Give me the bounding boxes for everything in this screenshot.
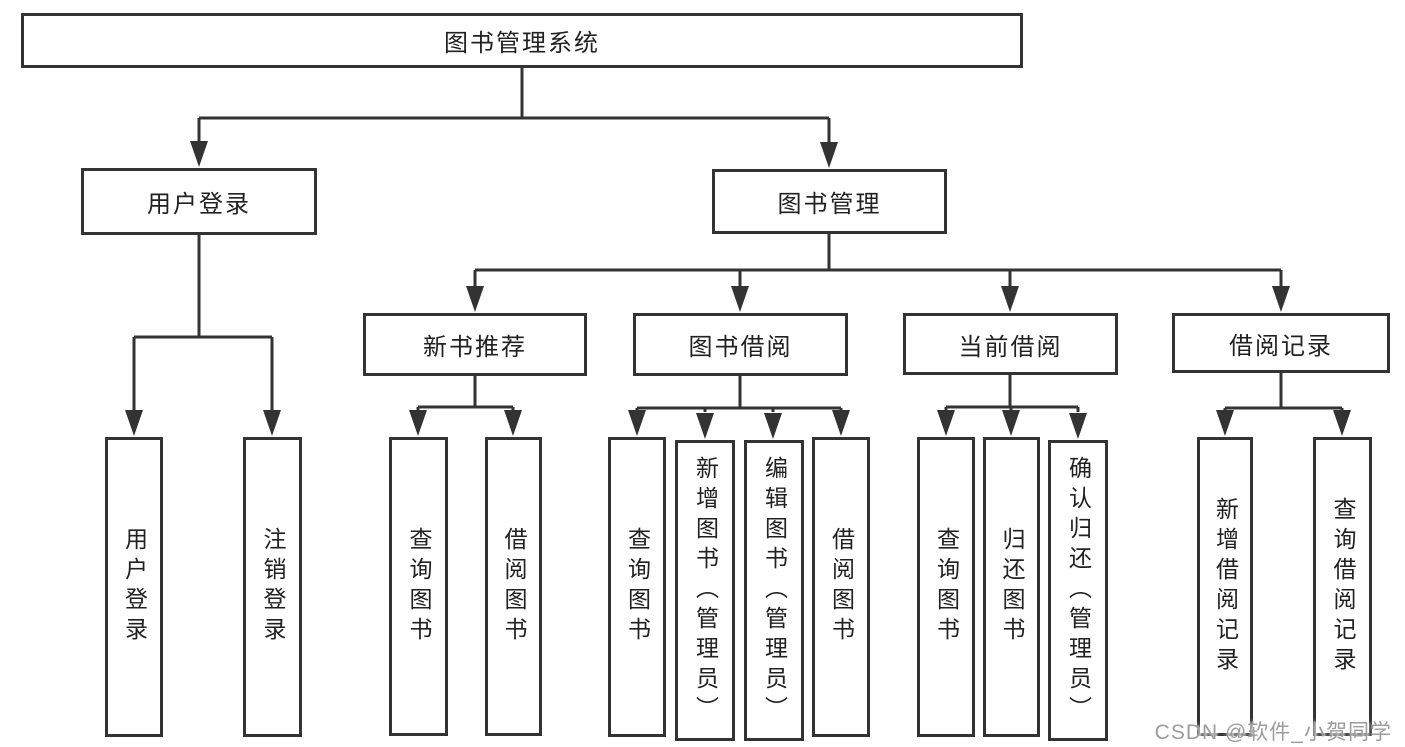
leaf-logout-login: 注销登录: [243, 437, 302, 737]
leaf-label: 注销登录: [260, 527, 286, 647]
node-user-login: 用户登录: [81, 168, 317, 235]
leaf-newrec-query-books: 查询图书: [389, 437, 448, 736]
leaf-current-return-books: 归还图书: [983, 437, 1040, 737]
csdn-watermark: CSDN @软件_小贺同学: [1154, 721, 1392, 744]
node-label: 用户登录: [147, 191, 251, 218]
leaf-borrowing-edit-books-admin: 编辑图书（管理员）: [744, 440, 804, 741]
arrowheads-level3: [466, 286, 1290, 312]
node-book-borrowing: 图书借阅: [633, 313, 848, 376]
arrowheads-current-borrow-children: [937, 410, 1087, 439]
leaf-label: 查询图书: [624, 527, 651, 647]
connector-records-children: [1223, 373, 1344, 411]
node-book-management: 图书管理: [712, 169, 947, 234]
leaf-label: 新增借阅记录: [1212, 496, 1239, 677]
leaf-label: 查询图书: [406, 526, 432, 647]
leaf-borrowing-borrow-books: 借阅图书: [812, 437, 870, 737]
connector-new-rec-children: [416, 376, 515, 411]
connector-user-login-children: [132, 235, 274, 410]
leaf-borrowing-query-books: 查询图书: [608, 437, 666, 737]
leaf-label: 查询借阅记录: [1330, 496, 1356, 677]
connector-book-mgmt-to-level3: [473, 234, 1283, 286]
leaf-label: 借阅图书: [501, 526, 527, 647]
leaf-label: 归还图书: [999, 527, 1025, 647]
leaf-records-query-record: 查询借阅记录: [1313, 437, 1372, 736]
node-label: 新书推荐: [423, 334, 527, 361]
arrowheads-book-borrow-children: [628, 410, 850, 439]
node-new-book-recommend: 新书推荐: [363, 313, 587, 376]
leaf-label: 借阅图书: [828, 527, 855, 647]
leaf-user-login: 用户登录: [105, 437, 163, 737]
leaf-current-confirm-return-admin: 确认归还（管理员）: [1048, 440, 1108, 741]
node-library-management-system: 图书管理系统: [21, 13, 1023, 68]
leaf-current-query-books: 查询图书: [917, 437, 975, 737]
leaf-borrowing-add-books-admin: 新增图书（管理员）: [675, 440, 735, 741]
leaf-label: 用户登录: [121, 527, 148, 647]
leaf-label: 确认归还（管理员）: [1065, 455, 1092, 726]
node-label: 当前借阅: [958, 333, 1063, 361]
arrowheads-new-rec-children: [409, 410, 522, 436]
connector-book-borrow-children: [635, 376, 843, 412]
node-borrowing-records: 借阅记录: [1172, 313, 1390, 373]
leaf-newrec-borrow-books: 借阅图书: [485, 437, 542, 736]
leaf-label: 查询图书: [933, 527, 960, 647]
leaf-records-add-record: 新增借阅记录: [1197, 437, 1253, 736]
node-label: 借阅记录: [1229, 332, 1333, 360]
node-label: 图书借阅: [688, 334, 793, 361]
leaf-label: 新增图书（管理员）: [692, 455, 719, 726]
node-label: 图书管理: [777, 191, 882, 218]
leaf-label: 编辑图书（管理员）: [761, 455, 788, 726]
arrowheads-level2: [190, 141, 838, 168]
arrowheads-user-login-children: [125, 410, 281, 436]
node-label: 图书管理系统: [444, 30, 600, 57]
connector-root-to-level2: [197, 68, 831, 143]
node-current-borrowing: 当前借阅: [903, 313, 1118, 375]
connector-current-borrow-children: [944, 375, 1080, 412]
arrowheads-records-children: [1216, 410, 1351, 436]
